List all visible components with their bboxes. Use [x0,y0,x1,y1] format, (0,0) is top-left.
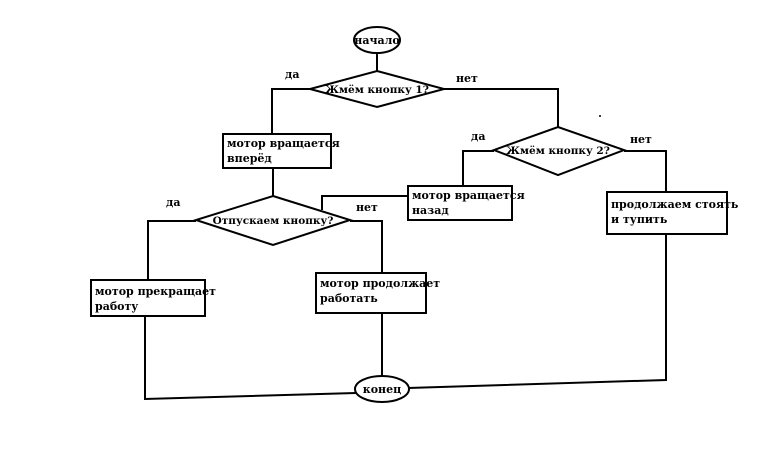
d3-yes-label: да [166,196,180,209]
connector-stop-to-end [144,316,357,401]
end-terminator: конец [354,375,410,403]
start-label: начало [354,34,399,47]
process-keep-idle-line2: и тупить [611,213,668,226]
process-motor-stop-line1: мотор прекращает [95,285,216,298]
process-motor-stop-line2: работу [95,300,138,313]
d1-no-label: нет [456,72,478,85]
process-motor-continue: мотор продолжает работать [315,272,440,314]
connector-d1-no [444,88,559,127]
decision-button1: Жмём кнопку 1? [306,69,448,109]
connector-d3-no [350,220,383,273]
connector-d2-no [624,150,667,192]
connector-d2-yes [462,150,494,186]
decision-release: Отпускаем кнопку? [192,194,354,247]
branch-labels: да нет да нет да нет [166,68,652,214]
process-motor-back-line1: мотор вращается [412,189,525,202]
decision-button1-label: Жмём кнопку 1? [325,84,429,96]
process-keep-idle: продолжаем стоять и тупить [606,191,739,235]
d1-yes-label: да [285,68,299,81]
process-motor-forward-line2: вперёд [227,152,272,165]
process-keep-idle-line1: продолжаем стоять [611,198,739,211]
connectors [144,53,667,401]
process-motor-back-line2: назад [412,204,449,217]
stray-dot [599,115,601,117]
process-motor-continue-line2: работать [320,292,378,305]
connector-idle-to-end [407,234,667,389]
d3-no-label: нет [356,201,378,214]
decision-release-label: Отпускаем кнопку? [213,215,334,227]
decision-button2: Жмём кнопку 2? [491,125,627,177]
start-terminator: начало [353,26,401,54]
connector-d3-yes [147,220,196,280]
process-motor-forward-line1: мотор вращается [227,137,340,150]
end-label: конец [363,383,401,396]
process-motor-stop: мотор прекращает работу [90,279,216,317]
process-motor-continue-line1: мотор продолжает [320,277,440,290]
d2-no-label: нет [630,133,652,146]
process-motor-forward: мотор вращается вперёд [222,133,340,169]
connector-d1-yes [271,88,310,134]
decision-button2-label: Жмём кнопку 2? [506,145,610,157]
connector-back-to-d3 [321,195,408,210]
d2-yes-label: да [471,130,485,143]
process-motor-back: мотор вращается назад [407,185,525,221]
